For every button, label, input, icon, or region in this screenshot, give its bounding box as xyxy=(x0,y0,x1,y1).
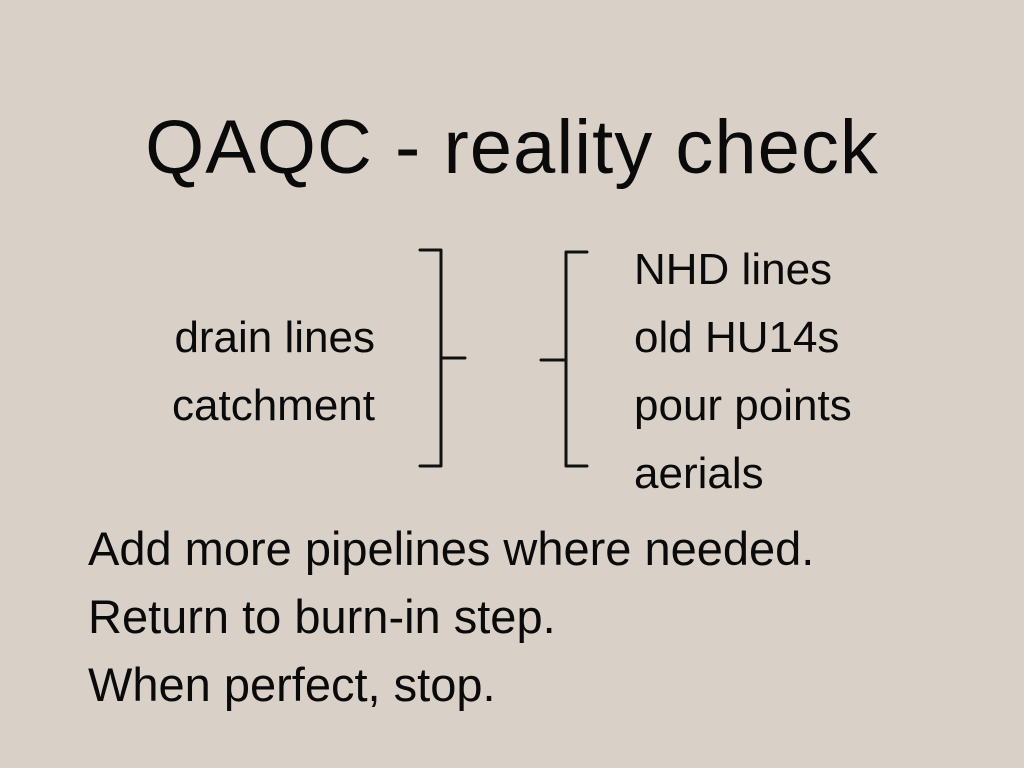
bottom-instructions: Add more pipelines where needed. Return … xyxy=(88,515,988,719)
left-item-drain-lines: drain lines xyxy=(174,313,375,362)
right-item-aerials: aerials xyxy=(634,449,764,498)
right-item-list: NHD lines old HU14s pour points aerials xyxy=(634,236,974,508)
left-facing-brace xyxy=(539,250,589,468)
slide-title: QAQC - reality check xyxy=(145,105,879,190)
left-item-list: drain lines catchment xyxy=(120,304,375,440)
left-item-catchment: catchment xyxy=(172,381,375,430)
right-item-nhd-lines: NHD lines xyxy=(634,245,833,294)
instruction-add-pipelines: Add more pipelines where needed. xyxy=(88,522,815,575)
right-facing-brace xyxy=(418,248,467,468)
right-item-old-hu14s: old HU14s xyxy=(634,313,840,362)
instruction-stop: When perfect, stop. xyxy=(88,658,496,711)
right-item-pour-points: pour points xyxy=(634,381,852,430)
instruction-return-burn-in: Return to burn-in step. xyxy=(88,590,556,643)
